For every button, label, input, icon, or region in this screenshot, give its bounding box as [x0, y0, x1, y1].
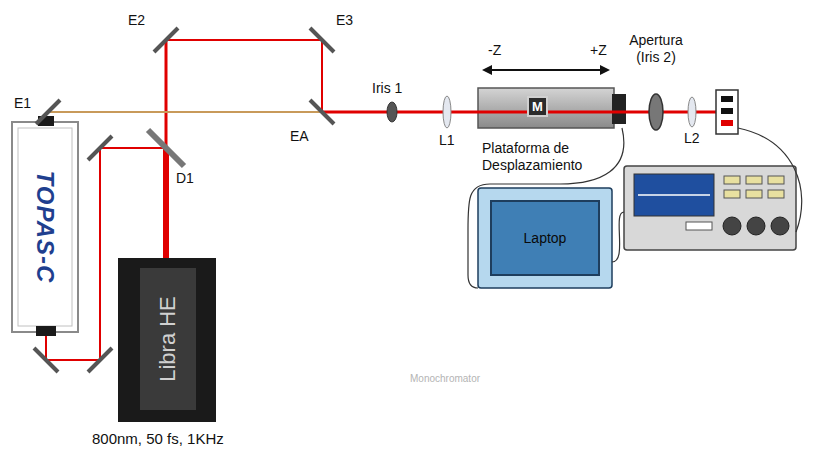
- topas-inner: [18, 128, 72, 326]
- mirror-label: E3: [336, 12, 353, 29]
- axis-label: +Z: [590, 42, 607, 59]
- node-text: M: [532, 99, 543, 114]
- aperture-label: Apertura (Iris 2): [618, 32, 694, 66]
- stage-label: Plataforma de Desplazamiento: [482, 140, 628, 174]
- mirror-label: E1: [14, 95, 31, 112]
- lens: [688, 97, 696, 127]
- scope-button: [768, 176, 784, 184]
- aperture: [649, 94, 663, 130]
- laser-beam: [46, 359, 100, 361]
- scope-button: [724, 176, 740, 184]
- libra-housing: [118, 258, 216, 422]
- mirror: [154, 28, 178, 52]
- mirror: [34, 348, 58, 372]
- node-text: Laptop: [524, 230, 567, 246]
- laser-beam: [99, 148, 101, 360]
- sample-holder: M: [527, 96, 548, 117]
- iris-label: Iris 1: [372, 80, 402, 97]
- topas-housing: [12, 122, 78, 332]
- scope-button: [768, 190, 784, 198]
- scope-knob: [771, 217, 789, 235]
- laptop-screen: Laptop: [490, 200, 600, 276]
- stage-motor: [612, 94, 626, 124]
- opa-device: TOPAS-C: [12, 122, 78, 332]
- lens-label: L1: [439, 132, 455, 149]
- scope-knob: [747, 217, 765, 235]
- scope-screen: [634, 174, 714, 216]
- scope-button: [724, 190, 740, 198]
- laser-beam: [45, 336, 47, 360]
- cable: [612, 212, 624, 262]
- iris: [387, 102, 397, 122]
- laser-source: Libra HE: [140, 268, 196, 410]
- scope-button: [746, 190, 762, 198]
- detector: [716, 90, 738, 134]
- pump-beam: [163, 148, 169, 258]
- cable: [738, 128, 802, 232]
- travel-arrow: [484, 69, 608, 71]
- beam-splitter: [310, 100, 334, 124]
- scope-slot: [686, 222, 712, 230]
- laser-beam: [100, 147, 166, 149]
- mirror-label: D1: [176, 170, 194, 187]
- laptop-frame: [478, 188, 612, 288]
- watermark: Monochromator: [410, 372, 480, 385]
- lens-label: L2: [684, 130, 700, 147]
- laser-beam: [166, 39, 322, 41]
- detector-led: [721, 108, 733, 114]
- translation-stage: [478, 88, 614, 128]
- oscilloscope: [624, 166, 796, 250]
- opa-beam: [46, 111, 322, 113]
- scope-knob: [723, 217, 741, 235]
- scope-button: [746, 176, 762, 184]
- mirror: [88, 136, 112, 160]
- mirror-label: EA: [290, 128, 309, 145]
- mirror: [88, 348, 112, 372]
- mirror: [36, 100, 60, 124]
- laser-spec: 800nm, 50 fs, 1KHz: [92, 430, 224, 448]
- node-text: Libra HE: [155, 296, 181, 382]
- laser-beam: [321, 40, 323, 112]
- topas-port: [36, 326, 56, 336]
- detector-led: [721, 120, 733, 126]
- mirror-label: E2: [128, 12, 145, 29]
- mirror: [310, 28, 334, 52]
- detector-led: [721, 96, 733, 102]
- libra-panel: [140, 268, 196, 410]
- dichroic-mirror: [148, 130, 184, 166]
- scope-trace: [638, 194, 710, 196]
- laser-beam: [165, 40, 168, 148]
- node-text: TOPAS-C: [31, 171, 59, 284]
- lens: [443, 96, 451, 128]
- axis-label: -Z: [488, 42, 501, 59]
